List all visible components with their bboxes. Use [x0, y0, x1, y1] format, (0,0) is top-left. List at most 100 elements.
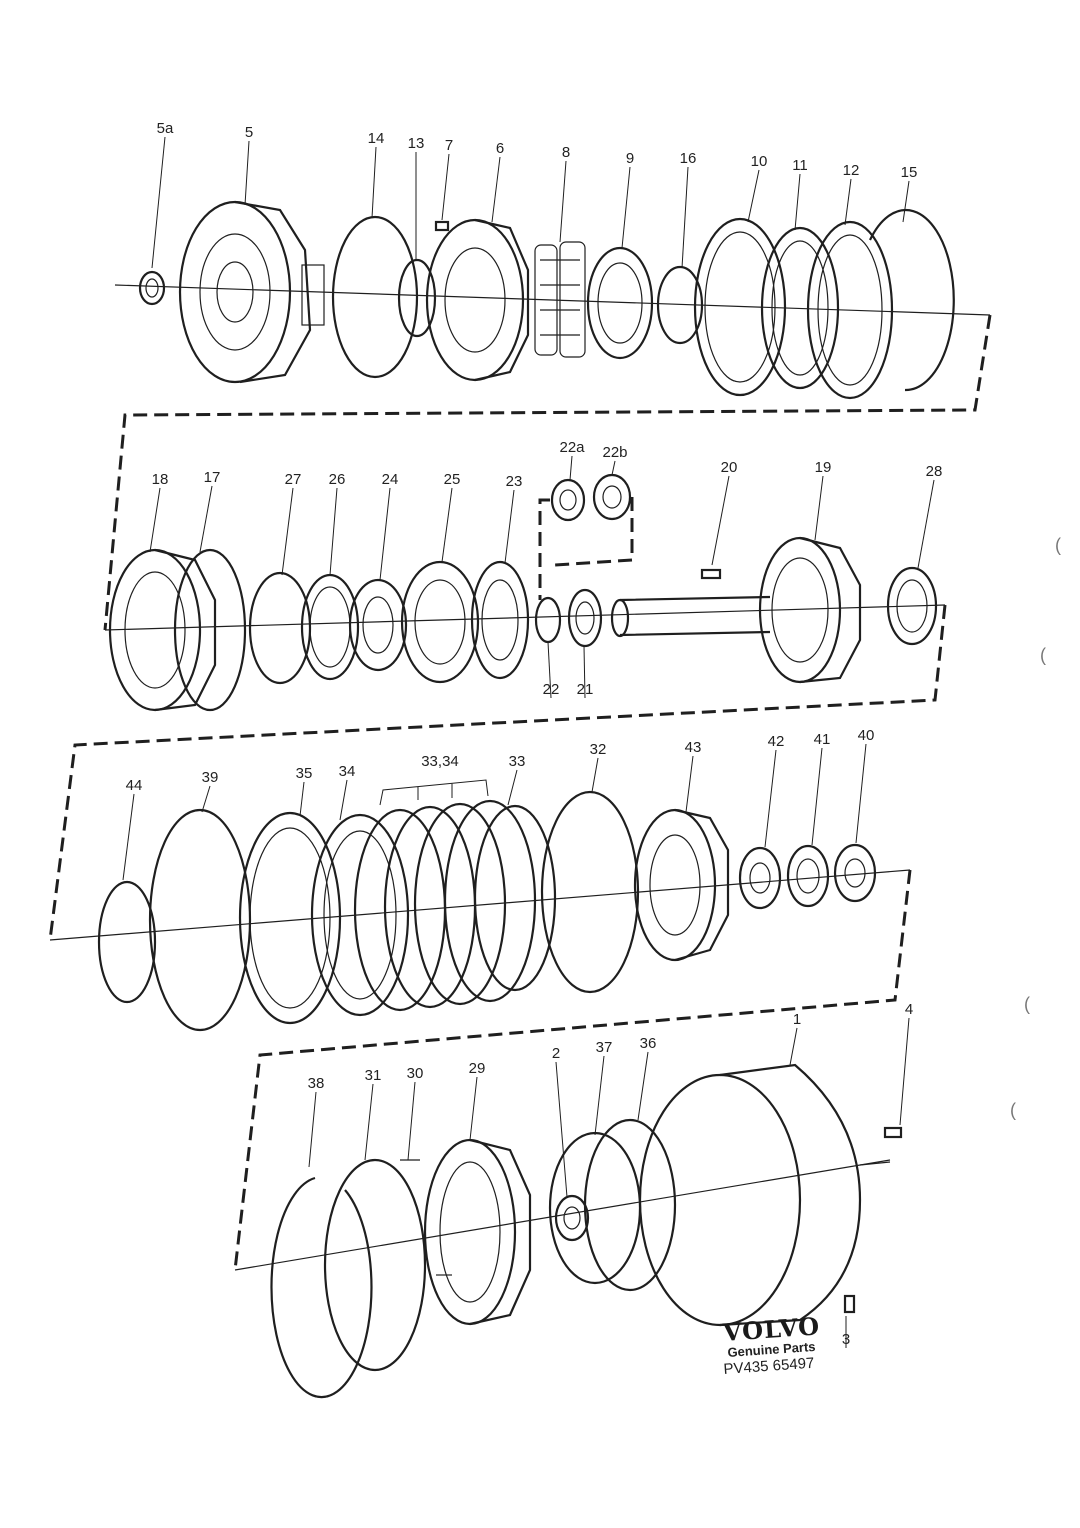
- leader-line-5: [244, 140, 250, 206]
- part-label-27: 27: [285, 471, 302, 488]
- leader-line-22a: [569, 455, 573, 481]
- leader-line-31: [364, 1083, 374, 1161]
- part-label-35: 35: [296, 765, 313, 782]
- part-label-24: 24: [382, 471, 399, 488]
- part-label-42: 42: [768, 733, 785, 750]
- leader-line-14: [371, 146, 377, 219]
- part-5a-bushing: [138, 270, 166, 306]
- part-20-pin: [700, 568, 722, 580]
- part-30-springs: [400, 1159, 452, 1276]
- part-38-snap-ring: [270, 1176, 373, 1399]
- part-label-14: 14: [368, 130, 385, 147]
- part-15-snap-ring: [869, 208, 955, 392]
- part-label-2: 2: [552, 1045, 560, 1062]
- leader-line-29: [469, 1076, 478, 1141]
- part-9-seal: [586, 246, 654, 360]
- part-4-pin: [883, 1126, 903, 1139]
- leader-line-34: [339, 779, 348, 821]
- part-label-39: 39: [202, 769, 219, 786]
- part-19-carrier: [758, 536, 862, 684]
- part-18-ring-gear: [108, 548, 217, 712]
- part-label-5a: 5a: [157, 120, 174, 137]
- part-44-ring: [97, 880, 157, 1004]
- leader-line-39: [201, 785, 211, 813]
- part-label-31: 31: [365, 1067, 382, 1084]
- part-label-41: 41: [814, 731, 831, 748]
- part-label-4: 4: [905, 1001, 913, 1018]
- part-label-25: 25: [444, 471, 461, 488]
- part-label-40: 40: [858, 727, 875, 744]
- part-label-3: 3: [842, 1331, 850, 1348]
- part-label-32: 32: [590, 741, 607, 758]
- part-label-9: 9: [626, 150, 634, 167]
- row-2-parts: [104, 473, 946, 712]
- part-17-ring: [173, 548, 247, 712]
- part-label-28: 28: [926, 463, 943, 480]
- part-label-43: 43: [685, 739, 702, 756]
- part-13-ring: [397, 258, 437, 338]
- part-10-plate: [693, 217, 787, 397]
- leader-line-9: [621, 166, 631, 249]
- part-label-7: 7: [445, 137, 453, 154]
- part-label-26: 26: [329, 471, 346, 488]
- leader-line-44: [122, 793, 135, 881]
- part-label-22: 22: [543, 681, 560, 698]
- part-5-drum: [178, 200, 325, 384]
- part-21-washer: [567, 588, 603, 648]
- leader-line-15: [902, 180, 910, 223]
- part-35-plate: [238, 811, 342, 1025]
- part-36-ring: [583, 1118, 677, 1292]
- row-1-parts: [114, 200, 991, 400]
- part-label-10: 10: [751, 153, 768, 170]
- leader-line-36: [637, 1051, 649, 1121]
- leader-line-18: [149, 487, 161, 553]
- leader-line-20: [711, 475, 730, 566]
- scan-mark: (: [1040, 645, 1046, 665]
- leader-line-35: [299, 781, 305, 817]
- part-23-plate: [470, 560, 530, 680]
- leader-line-43: [685, 755, 694, 813]
- leader-line-26: [329, 487, 338, 576]
- scan-mark: (: [1055, 535, 1061, 555]
- leader-line-42: [764, 749, 777, 848]
- part-19-shaft: [610, 595, 771, 638]
- part-label-33: 33: [509, 753, 526, 770]
- connector-2-3: [48, 604, 947, 941]
- leader-line-12: [844, 178, 852, 226]
- part-label-18: 18: [152, 471, 169, 488]
- part-12-plate: [806, 220, 894, 400]
- leader-line-16: [681, 166, 689, 269]
- leader-line-11: [794, 173, 801, 231]
- part-41-bearing: [786, 844, 830, 908]
- scan-mark: (: [1010, 1100, 1016, 1120]
- bracket-33-34: [379, 779, 489, 806]
- leader-line-8: [559, 160, 567, 243]
- leader-line-17: [199, 485, 213, 553]
- part-label-8: 8: [562, 144, 570, 161]
- part-label-17: 17: [204, 469, 221, 486]
- leader-line-23: [504, 489, 515, 564]
- leader-line-32: [591, 757, 599, 793]
- part-label-22b: 22b: [602, 444, 627, 461]
- part-28-ring: [886, 566, 938, 646]
- part-40-washer: [833, 843, 877, 903]
- leader-line-24: [379, 487, 391, 581]
- leader-line-40: [855, 743, 867, 844]
- part-label-12: 12: [843, 162, 860, 179]
- part-label-37: 37: [596, 1039, 613, 1056]
- part-label-34: 34: [339, 763, 356, 780]
- part-label-44: 44: [126, 777, 143, 794]
- part-label-11: 11: [792, 157, 808, 174]
- part-label-16: 16: [680, 150, 697, 167]
- leader-line-22b: [611, 460, 616, 476]
- leader-line-21: [583, 645, 586, 699]
- leader-line-7: [441, 153, 450, 221]
- connector-1-2: [103, 314, 992, 631]
- part-29-piston: [423, 1138, 532, 1326]
- connector-22ab: [538, 497, 634, 600]
- scan-mark: (: [1024, 994, 1030, 1014]
- part-label-36: 36: [640, 1035, 657, 1052]
- part-label-22a: 22a: [559, 439, 585, 456]
